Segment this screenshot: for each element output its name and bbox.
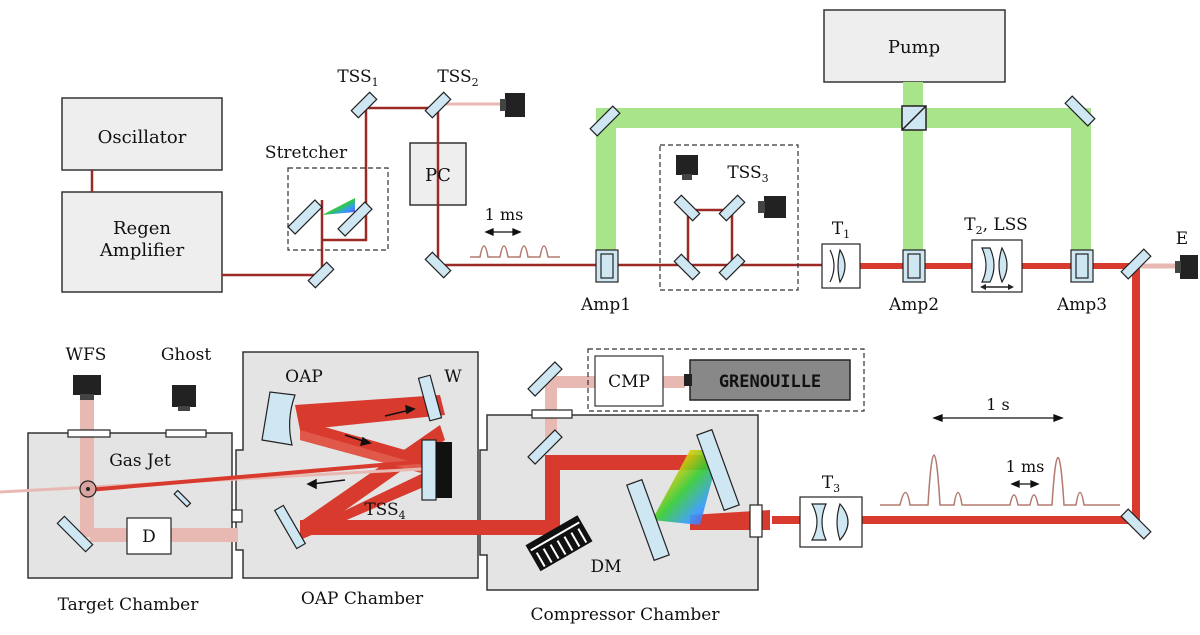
compressor-grating-upper xyxy=(696,428,740,512)
t1-label: T1 xyxy=(832,219,850,241)
amp1-label: Amp1 xyxy=(580,295,631,315)
focus-beam-red xyxy=(87,458,441,492)
telescope-t3 xyxy=(799,496,863,548)
tss4-beam-dump xyxy=(436,442,452,498)
e-label: E xyxy=(1176,229,1188,249)
dm-label: DM xyxy=(590,557,621,577)
gas-jet-label: Gas Jet xyxy=(109,451,171,471)
regen-label-line1: Regen xyxy=(113,218,171,239)
tss4-label: TSS4 xyxy=(364,500,405,522)
pump-beam-splitter xyxy=(901,105,927,131)
telescope-t1 xyxy=(821,243,861,289)
oap-arrows xyxy=(306,404,416,490)
compressor-rainbow xyxy=(652,450,720,525)
camera-tss2-icon xyxy=(500,93,525,117)
t3-label: T3 xyxy=(822,473,840,495)
telescope-t2 xyxy=(971,239,1023,293)
oscillator-label: Oscillator xyxy=(98,127,187,148)
grenouille-box xyxy=(689,359,851,401)
tss2-label: TSS2 xyxy=(437,67,478,89)
pulse-train-top xyxy=(470,245,560,258)
compressor-chamber-label: Compressor Chamber xyxy=(531,605,721,625)
camera-tss3a-icon xyxy=(676,155,698,180)
gas-jet-dot xyxy=(86,487,90,491)
w-label: W xyxy=(444,367,462,387)
compressed-beam xyxy=(300,455,720,535)
ghost-label: Ghost xyxy=(161,345,211,365)
oap-mirror xyxy=(261,391,296,446)
pc-label: PC xyxy=(425,165,451,186)
pulse-train-bottom xyxy=(880,454,1120,506)
stretcher-rainbow xyxy=(322,198,355,215)
d-label: D xyxy=(142,527,156,547)
camera-tss3b-icon xyxy=(758,196,786,218)
ms-top-label: 1 ms xyxy=(485,205,524,224)
tss4-mirror xyxy=(421,439,437,501)
stretcher-box xyxy=(287,167,389,251)
pump-box xyxy=(823,9,1006,83)
pulse-train-bottom-arrows xyxy=(932,414,1064,488)
mirrors xyxy=(56,91,1152,553)
s-bottom-label: 1 s xyxy=(986,395,1009,414)
oap-chamber-label: OAP Chamber xyxy=(301,589,424,609)
t2-label: T2, LSS xyxy=(964,215,1027,237)
grenouille-port xyxy=(684,374,692,386)
amplifiers xyxy=(595,249,1094,283)
d-box xyxy=(126,517,172,555)
compressor-grating-lower xyxy=(626,478,670,562)
camera-e-icon xyxy=(1175,255,1198,279)
pump-label: Pump xyxy=(888,37,940,58)
camera-ghost-icon xyxy=(172,385,196,411)
stretcher-label: Stretcher xyxy=(265,143,348,163)
cmp-label: CMP xyxy=(608,372,650,392)
camera-wfs-icon xyxy=(73,375,101,400)
chamber-windows xyxy=(67,409,763,538)
oap-beams xyxy=(295,395,445,540)
stretcher-grating-left xyxy=(287,199,323,235)
amp3-label: Amp3 xyxy=(1056,295,1107,315)
regen-label-line2: Amplifier xyxy=(99,240,185,261)
pulse-train-top-arrow xyxy=(484,228,522,236)
diagnostics-box xyxy=(587,348,865,412)
oap-label: OAP xyxy=(285,367,323,387)
stretcher-grating-right xyxy=(337,201,373,237)
regen-amplifier-box xyxy=(61,191,223,293)
oscillator-box xyxy=(61,97,223,171)
ms-bottom-label: 1 ms xyxy=(1006,457,1045,476)
tss3-box xyxy=(659,144,799,291)
deformable-mirror xyxy=(525,515,593,572)
tss3-label: TSS3 xyxy=(727,163,768,185)
target-chamber-label: Target Chamber xyxy=(58,595,200,615)
amp2-label: Amp2 xyxy=(888,295,939,315)
tss1-label: TSS1 xyxy=(337,67,378,89)
cmp-box xyxy=(594,355,664,407)
wfs-label: WFS xyxy=(66,345,107,365)
camera-icons xyxy=(73,93,1198,411)
grenouille-label: GRENOUILLE xyxy=(719,372,821,392)
